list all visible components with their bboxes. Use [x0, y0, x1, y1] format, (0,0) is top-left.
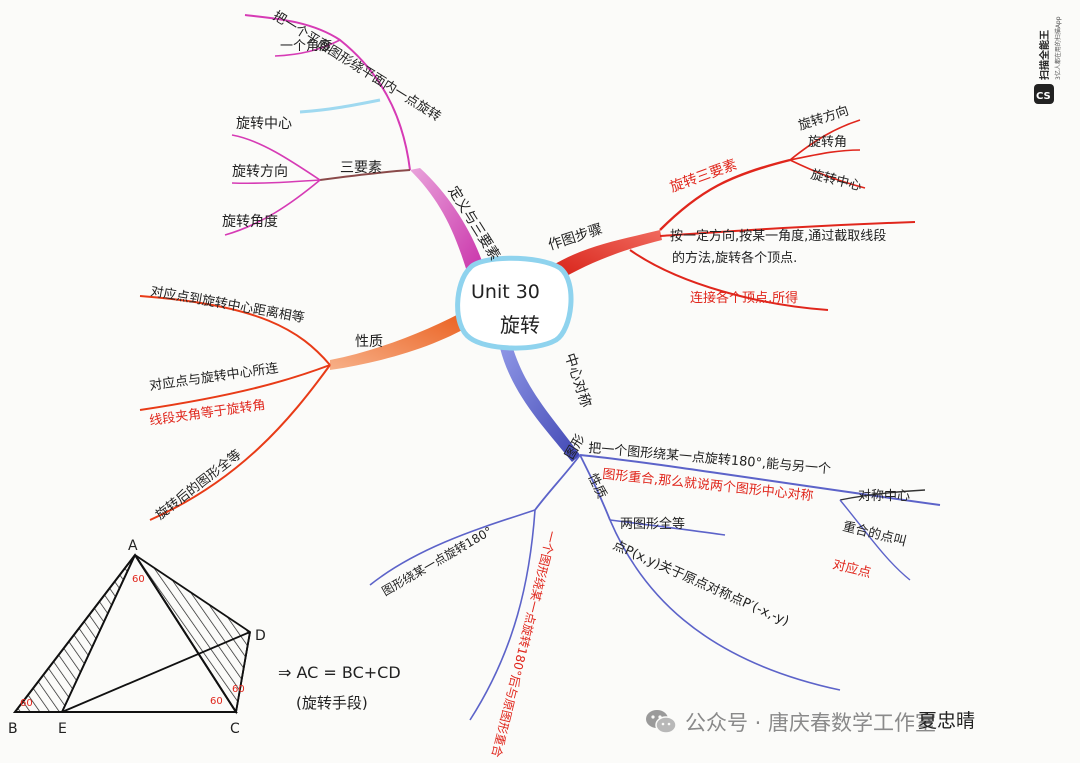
prop-line-2 — [139, 364, 331, 411]
cs-fig-line-b — [469, 509, 536, 721]
prop-line-1 — [139, 295, 331, 366]
property-2-line1: 对应点与旋转中心所连 — [148, 360, 279, 394]
cs-congruent-line — [609, 519, 726, 536]
cs-term-3: 对应点 — [831, 556, 873, 581]
prop-line-3 — [149, 364, 331, 521]
draw-line-step3 — [629, 249, 829, 311]
draw-sub-2 — [789, 149, 861, 161]
vertex-d: D — [255, 628, 266, 644]
property-1: 对应点到旋转中心距离相等 — [149, 283, 305, 326]
wechat-icon — [646, 710, 677, 734]
cs-coord: 点P(x,y)关于原点对称点P′(-x,-y) — [610, 538, 791, 629]
vertex-e: E — [58, 721, 67, 737]
def-line-1 — [244, 14, 411, 171]
cs-figure-stem — [534, 454, 581, 511]
cs-term-2: 重合的点叫 — [841, 518, 908, 549]
three-elements-line — [319, 169, 411, 181]
branch-central-symmetry — [500, 345, 580, 462]
angle-label-2: 60 — [20, 698, 33, 709]
three-elements-label: 三要素 — [340, 160, 382, 176]
draw-sub-3 — [789, 159, 866, 189]
center-subtitle: 旋转 — [500, 313, 540, 337]
drawing-step2-line1: 按一定方向,按某一角度,通过截取线段 — [670, 228, 886, 244]
def-text-1: 把一个平面图形绕平面内一点旋转 — [270, 8, 444, 125]
element-item-1: 旋转中心 — [236, 116, 292, 132]
vertex-c: C — [230, 721, 240, 737]
draw-sub-1 — [789, 119, 861, 161]
drawing-item-3: 旋转中心 — [809, 167, 863, 194]
cs-term-line-2 — [839, 499, 911, 581]
center-ring — [455, 255, 574, 351]
angle-label-1: 60 — [132, 574, 145, 585]
scanner-name: 扫描全能王 — [1038, 30, 1051, 80]
properties-label: 性质 — [355, 334, 383, 350]
cs-congruent: 两图形全等 — [620, 516, 685, 532]
cs-term-1: 对称中心 — [858, 489, 910, 504]
property-3: 旋转后的图形全等 — [153, 447, 245, 524]
triangle-figure: A B E C D 60 60 60 60 ⇒ AC = BC+CD (旋转手段… — [8, 538, 401, 737]
property-2-line2: 线段夹角等于旋转角 — [148, 397, 266, 429]
drawing-item-1: 旋转方向 — [796, 103, 850, 134]
element-item-2: 旋转方向 — [232, 164, 288, 180]
angle-label-3: 60 — [210, 696, 223, 707]
def-decor-line — [299, 98, 381, 114]
branch-properties — [330, 308, 476, 370]
cs-figure-label: 图形 — [562, 432, 588, 462]
drawing-step3: 连接各个顶点,所得 — [690, 290, 798, 306]
drawing-three-elements: 旋转三要素 — [668, 157, 739, 196]
drawing-item-2: 旋转角 — [808, 135, 847, 150]
cs-figure-a: 图形绕某一点旋转180° — [379, 523, 495, 598]
draw-line-step2 — [659, 221, 916, 237]
cs-prop-stem — [579, 454, 611, 521]
def-line-2 — [274, 39, 341, 57]
scanner-badge: CS 扫描全能王 3亿人都在用的扫描App — [1032, 14, 1066, 112]
def-text-2: 一个角度 — [280, 38, 332, 54]
watermark-text: 公众号 · 唐庆春数学工作室 — [685, 711, 937, 735]
triangle-note: (旋转手段) — [296, 694, 368, 712]
vertex-a: A — [128, 538, 138, 554]
elem-line-1 — [231, 134, 321, 181]
watermark: 公众号 · 唐庆春数学工作室 — [645, 704, 936, 740]
segment-ac — [134, 554, 237, 713]
elem-line-2 — [231, 179, 321, 185]
segment-ed — [61, 631, 251, 713]
vertex-b: B — [8, 721, 18, 737]
angle-label-4: 60 — [232, 684, 245, 695]
cs-fig-line-a — [369, 509, 536, 586]
scanner-sub: 3亿人都在用的扫描App — [1054, 16, 1062, 80]
elem-line-3 — [224, 179, 321, 236]
signature: 夏忠晴 — [918, 710, 976, 732]
branch-definition — [410, 168, 488, 282]
scanner-logo: CS — [1036, 91, 1051, 102]
triangle-equation: ⇒ AC = BC+CD — [278, 663, 401, 682]
cs-term-line-1 — [839, 489, 926, 501]
drawing-step2-line2: 的方法,旋转各个顶点. — [672, 250, 797, 266]
branch-drawing — [548, 230, 662, 282]
cs-coord-line — [609, 519, 841, 691]
draw-line-main — [659, 158, 791, 231]
cs-figure-b: 一个图形绕某一点旋转180°后与原图形重合 — [489, 529, 560, 759]
segment-ae — [61, 554, 136, 713]
element-item-3: 旋转角度 — [222, 214, 278, 230]
center-title: Unit 30 — [471, 281, 540, 303]
central-symmetry-label: 中心对称 — [561, 351, 594, 409]
segment-dc — [235, 631, 251, 713]
